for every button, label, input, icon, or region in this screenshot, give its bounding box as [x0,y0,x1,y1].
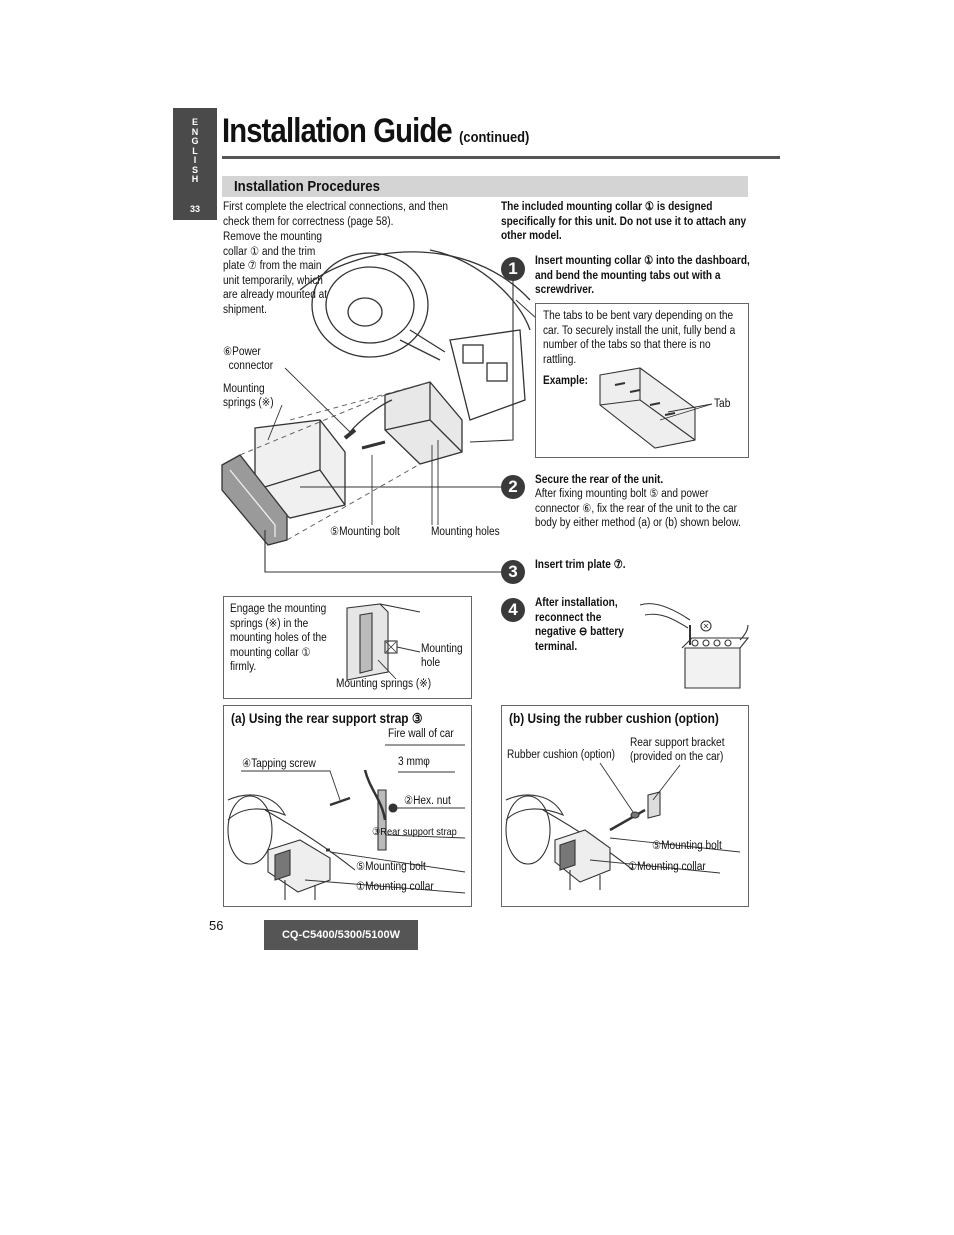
label-fire-wall: Fire wall of car [388,728,454,740]
label-b-mounting-collar: ①Mounting collar [628,861,706,873]
step-1-number: 1 [501,257,525,281]
remove-collar-text: Remove the mounting collar ① and the tri… [223,231,328,316]
method-a-box [223,705,472,907]
language-side-tab: E N G L I S H 33 [173,108,217,220]
method-b-box [501,705,749,907]
label-a-mounting-collar: ①Mounting collar [356,881,434,893]
label-rubber-cushion: Rubber cushion (option) [507,749,616,761]
label-3mm: 3 mmφ [398,756,430,768]
step-1-text: Insert mounting collar ① into the dashbo… [535,255,750,296]
label-rear-support-bracket: Rear support bracket (provided on the ca… [630,737,725,763]
engage-springs-text: Engage the mounting springs (※) in the m… [230,603,327,673]
label-tapping-screw: ④Tapping screw [242,758,316,770]
section-heading: Installation Procedures [234,178,380,195]
label-mounting-holes: Mounting holes [431,526,500,538]
step-4-text: After installation, reconnect the negati… [535,597,624,653]
collar-note: The included mounting collar ① is design… [501,201,747,242]
model-badge: CQ-C5400/5300/5100W [264,920,418,950]
label-a-mounting-bolt: ⑤Mounting bolt [356,861,426,873]
step-2-number: 2 [501,475,525,499]
label-mounting-hole: Mounting hole [421,643,463,669]
tabs-note-text: The tabs to be bent vary depending on th… [543,310,736,366]
section-heading-bar: Installation Procedures [222,176,748,197]
label-b-mounting-bolt: ⑤Mounting bolt [652,840,722,852]
label-engage-mounting-springs: Mounting springs (※) [336,678,432,690]
title-rule [222,156,780,159]
step-4-number: 4 [501,598,525,622]
label-mounting-springs: Mounting springs (※) [223,383,274,409]
label-rear-support-strap: ③Rear support strap [372,826,457,838]
section-page-number: 33 [189,204,200,214]
step-3-text: Insert trim plate ⑦. [535,559,626,571]
step-2-title: Secure the rear of the unit. [535,474,664,486]
page-number: 56 [209,918,224,933]
label-tab: Tab [714,398,731,410]
tabs-example-label: Example: [543,375,589,387]
step-3-number: 3 [501,560,525,584]
step-2-text: After fixing mounting bolt ⑤ and power c… [535,488,741,529]
model-number: CQ-C5400/5300/5100W [281,929,400,941]
label-power-connector: ⑥Power connector [223,346,274,372]
title-continued: (continued) [459,129,530,146]
method-a-title: (a) Using the rear support strap ③ [231,711,423,726]
label-mounting-bolt: ⑤Mounting bolt [330,526,400,538]
language-label: E N G L I S H [191,117,199,184]
title-text: Installation Guide [222,112,453,150]
intro-text: First complete the electrical connection… [223,201,449,228]
page-title: Installation Guide (continued) [222,112,529,151]
method-b-title: (b) Using the rubber cushion (option) [509,711,719,726]
label-hex-nut: ②Hex. nut [404,795,451,807]
